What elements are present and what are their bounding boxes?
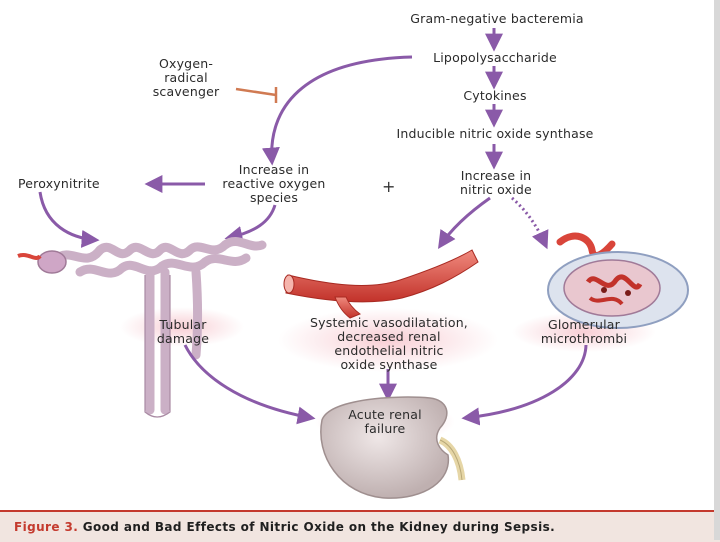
vessel-illustration	[283, 249, 479, 319]
label-acute-renal-failure: Acute renal failure	[348, 407, 422, 436]
right-edge-bar	[714, 0, 720, 540]
peroxynitrite-to-tubule-arrow	[38, 191, 100, 248]
tubule-vessel	[17, 253, 42, 260]
label-glomerular-microthrombi: Glomerular microthrombi	[540, 317, 628, 346]
plus-sign: +	[382, 177, 396, 196]
label-gram-negative: Gram-negative bacteremia	[410, 11, 584, 26]
inhibit-line	[235, 87, 277, 97]
label-oxygen-radical-scavenger: Oxygen- radical scavenger	[152, 56, 220, 99]
label-increase-ros: Increase in reactive oxygen species	[222, 162, 326, 205]
label-peroxynitrite: Peroxynitrite	[18, 176, 100, 191]
kidney-illustration	[320, 396, 466, 499]
figure-title: Good and Bad Effects of Nitric Oxide on …	[82, 520, 556, 534]
lps-to-ros-arrow	[261, 55, 413, 166]
no-to-glomerulus-arrow	[511, 196, 549, 250]
glomerulus-illustration	[547, 232, 689, 329]
no-to-vessel-arrow	[438, 196, 491, 249]
label-increase-no: Increase in nitric oxide	[460, 168, 532, 197]
label-lipopolysaccharide: Lipopolysaccharide	[433, 50, 557, 65]
tubule-outline	[144, 275, 171, 418]
vasodilatation-glow	[278, 308, 498, 372]
label-cytokines: Cytokines	[463, 88, 527, 103]
tubule-glomerulus	[37, 250, 67, 274]
tubule-illustration	[50, 237, 267, 415]
tubular-to-arf-arrow	[183, 344, 316, 425]
label-systemic-vasodilatation: Systemic vasodilatation, decreased renal…	[310, 315, 468, 372]
caption-bar	[0, 510, 720, 542]
figure-number: Figure 3.	[14, 520, 79, 534]
label-tubular-damage: Tubular damage	[156, 317, 210, 346]
thrombi-to-arf-arrow	[461, 344, 588, 426]
label-inos: Inducible nitric oxide synthase	[396, 126, 594, 141]
ros-to-tubule-arrow	[224, 204, 277, 244]
figure-caption: Figure 3. Good and Bad Effects of Nitric…	[14, 520, 555, 534]
